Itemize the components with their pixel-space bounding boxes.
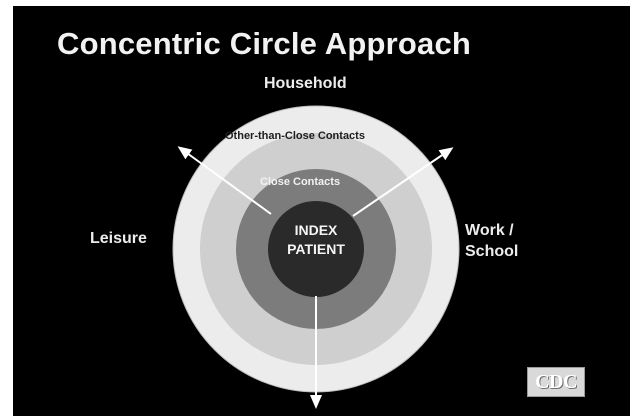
work-label-line2: School bbox=[465, 243, 519, 260]
household-label: Household bbox=[264, 75, 347, 92]
slide: Concentric Circle Approach Household Lei… bbox=[13, 6, 630, 416]
work-label-line1: Work / bbox=[465, 222, 514, 239]
slide-title: Concentric Circle Approach bbox=[57, 26, 472, 61]
work-school-label: Work / School bbox=[465, 220, 518, 262]
index-label-line2: PATIENT bbox=[287, 241, 345, 257]
arrow-to-work-school bbox=[352, 147, 454, 217]
cdc-logo: CDC bbox=[527, 367, 585, 397]
arrow-to-leisure bbox=[177, 146, 272, 215]
center-circle-index-patient bbox=[268, 201, 364, 297]
cdc-logo-text: CDC bbox=[535, 371, 577, 393]
index-label-line1: INDEX bbox=[294, 222, 338, 238]
concentric-circle-diagram bbox=[172, 105, 460, 409]
leisure-label: Leisure bbox=[90, 230, 147, 247]
close-contacts-label: Close Contacts bbox=[260, 176, 341, 188]
other-than-close-contacts-label: Other-than-Close Contacts bbox=[225, 130, 365, 142]
index-patient-label: INDEX PATIENT bbox=[260, 221, 372, 259]
